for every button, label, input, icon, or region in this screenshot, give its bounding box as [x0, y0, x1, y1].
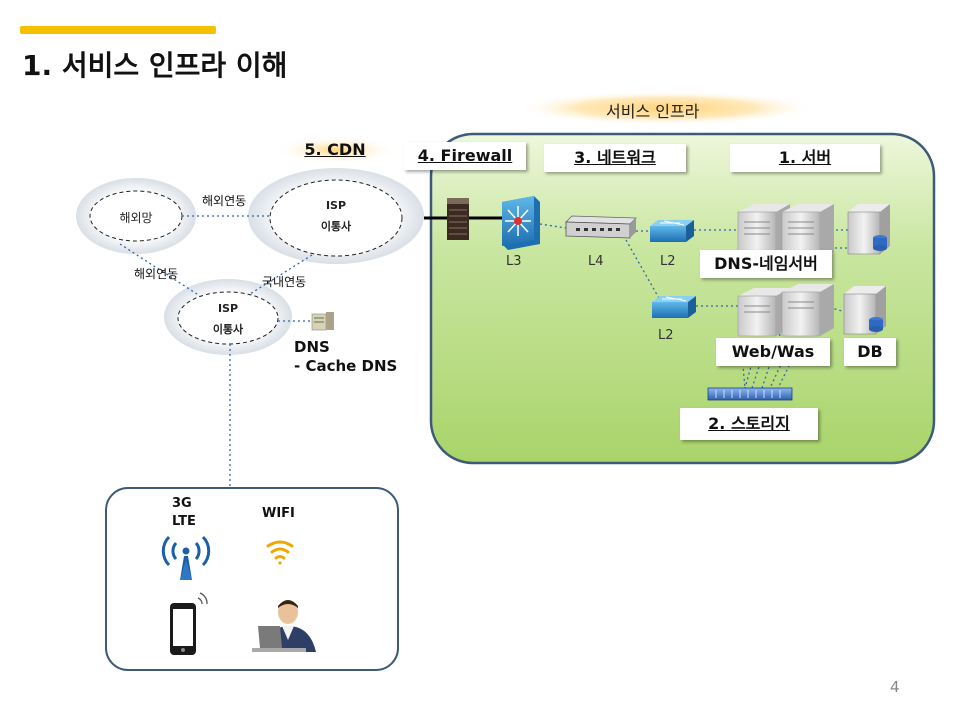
firewall-label-box: 4. Firewall	[404, 142, 526, 170]
laptop-user-icon	[252, 600, 316, 652]
mobile-network-line1: 3G	[172, 496, 192, 511]
isp-bottom-network	[164, 279, 292, 355]
l2-top-label: L2	[660, 254, 676, 269]
isp-bottom-line2: 이통사	[212, 323, 244, 336]
isp-top-line2: 이통사	[320, 220, 352, 233]
smartphone-icon	[170, 592, 208, 655]
cdn-label-box: 5. CDN	[288, 138, 382, 162]
network-label: 3. 네트워크	[574, 148, 656, 167]
network-label-box: 3. 네트워크	[544, 144, 686, 172]
web-was-label-box: Web/Was	[716, 338, 830, 366]
storage-array-icon	[707, 387, 793, 401]
overseas-network	[76, 178, 196, 254]
dns-nameserver-label-box: DNS-네임서버	[700, 250, 832, 278]
dns-nameserver-label: DNS-네임서버	[714, 254, 818, 273]
page-number: 4	[890, 678, 900, 696]
link-overseas-left-label: 해외연동	[134, 267, 179, 281]
storage-label-box: 2. 스토리지	[680, 408, 818, 440]
link-overseas-top-label: 해외연동	[202, 194, 247, 208]
infra-banner-glow	[516, 91, 816, 125]
server-label-box: 1. 서버	[730, 144, 880, 172]
mobile-network-line2: LTE	[172, 514, 196, 529]
l2-bottom-label: L2	[658, 328, 674, 343]
cell-tower-icon	[161, 535, 211, 580]
wifi-label: WIFI	[262, 506, 295, 521]
client-panel	[105, 487, 399, 671]
l2-switch-top-icon	[650, 220, 694, 242]
link-domestic-label: 국내연동	[262, 275, 307, 289]
l3-switch-icon	[502, 196, 540, 250]
db-server-icon	[843, 286, 886, 335]
l4-device-icon	[565, 215, 637, 239]
dns-db-server-icon	[847, 204, 890, 255]
cdn-glow	[274, 136, 398, 164]
dns-label-line2: - Cache DNS	[294, 357, 398, 375]
l4-label: L4	[588, 254, 604, 269]
firewall-icon	[447, 198, 469, 240]
l3-label: L3	[506, 254, 522, 269]
db-label: DB	[857, 342, 883, 361]
isp-top-line1: ISP	[325, 199, 347, 212]
web-was-label: Web/Was	[731, 342, 815, 361]
overseas-network-label: 해외망	[119, 211, 153, 225]
isp-bottom-line1: ISP	[217, 302, 239, 315]
cache-dns-server-icon	[311, 312, 334, 331]
infra-banner-title: 서비스 인프라	[606, 102, 700, 121]
cdn-label: 5. CDN	[304, 140, 366, 159]
isp-top-network	[248, 168, 424, 264]
server-label: 1. 서버	[778, 148, 832, 167]
dns-server-tower-icon	[737, 204, 834, 261]
db-label-box: DB	[844, 338, 896, 366]
firewall-label: 4. Firewall	[417, 146, 513, 165]
l2-switch-bottom-icon	[652, 296, 696, 318]
wifi-icon	[266, 540, 294, 565]
web-server-tower-icon	[737, 284, 834, 337]
dns-label-line1: DNS	[294, 338, 330, 356]
page-title: 1. 서비스 인프라 이해	[22, 49, 288, 82]
storage-label: 2. 스토리지	[708, 414, 790, 433]
title-accent-bar	[20, 26, 216, 34]
